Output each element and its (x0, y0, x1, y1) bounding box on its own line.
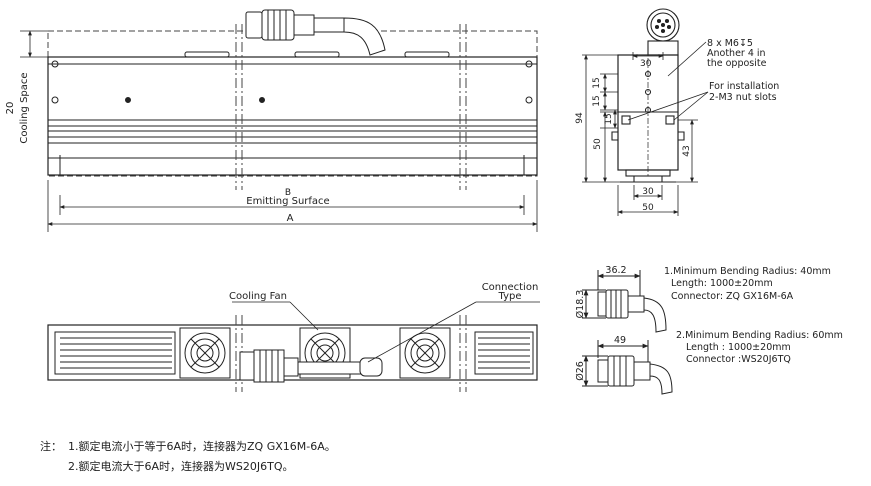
bottom-view-leaders (232, 301, 540, 363)
connector-2-line3: Connector :WS20J6TQ (686, 354, 791, 365)
side-view-dimensions (582, 41, 709, 216)
dim-side-15b: 15 (592, 95, 602, 106)
connector-2-length-dim: 49 (614, 335, 626, 346)
bottom-view (47, 315, 538, 392)
dim-side-15a: 15 (592, 77, 602, 88)
light-body-top (47, 56, 538, 176)
note-line-2: 2.额定电流大于6A时，连接器为WS20J6TQ。 (68, 460, 294, 473)
dim-side-30: 30 (640, 59, 652, 69)
dim-side-50: 50 (593, 138, 603, 150)
screw-note-2: Another 4 in (707, 48, 766, 59)
connector-1-line2: Length: 1000±20mm (671, 278, 773, 289)
cooling-space-envelope (47, 30, 538, 177)
connector-1-diameter-dim: Ø18.3 (575, 290, 586, 319)
cooling-space-label: Cooling Space (19, 72, 30, 143)
cooling-fan-1 (179, 327, 231, 379)
top-view-dimensions (20, 30, 538, 232)
connector-1-length-dim: 36.2 (605, 265, 626, 276)
top-connector (245, 9, 386, 56)
connector-2-diameter-dim: Ø26 (575, 361, 586, 381)
connector-2-line2: Length : 1000±20mm (686, 342, 791, 353)
connection-type-line2: Type (498, 291, 522, 302)
note-line-1: 1.额定电流小于等于6A时，连接器为ZQ GX16M-6A。 (68, 440, 336, 453)
dim-side-bottom-30: 30 (642, 187, 654, 197)
connector-1-drawing (582, 270, 667, 333)
dim-side-bottom-50: 50 (642, 203, 654, 213)
install-note-1: For installation (709, 81, 779, 92)
screw-note-1: 8 x M6↧5 (707, 38, 753, 49)
dim-b-label: B (285, 188, 291, 198)
cooling-fan-3 (399, 327, 451, 379)
bottom-connector (239, 349, 383, 383)
screw-note-3: the opposite (707, 58, 767, 69)
dim-side-43: 43 (682, 145, 692, 156)
cooling-space-value: 20 (5, 102, 16, 115)
dim-a-label: A (287, 213, 294, 224)
install-note-2: 2-M3 nut slots (709, 92, 777, 103)
connector-2-drawing (582, 340, 673, 395)
dim-side-94: 94 (575, 112, 585, 124)
connector-2-line1: 2.Minimum Bending Radius: 60mm (676, 330, 843, 341)
dim-side-15c: 15 (604, 113, 614, 124)
notes-prefix: 注： (40, 440, 62, 453)
connector-1-line1: 1.Minimum Bending Radius: 40mm (664, 266, 831, 277)
top-view (47, 24, 538, 190)
emitting-surface-label: Emitting Surface (246, 196, 329, 207)
connection-type-line1: Connection (482, 282, 539, 293)
cooling-fan-label: Cooling Fan (229, 291, 287, 302)
connector-1-line3: Connector: ZQ GX16M-6A (671, 291, 794, 302)
side-view (611, 8, 685, 183)
